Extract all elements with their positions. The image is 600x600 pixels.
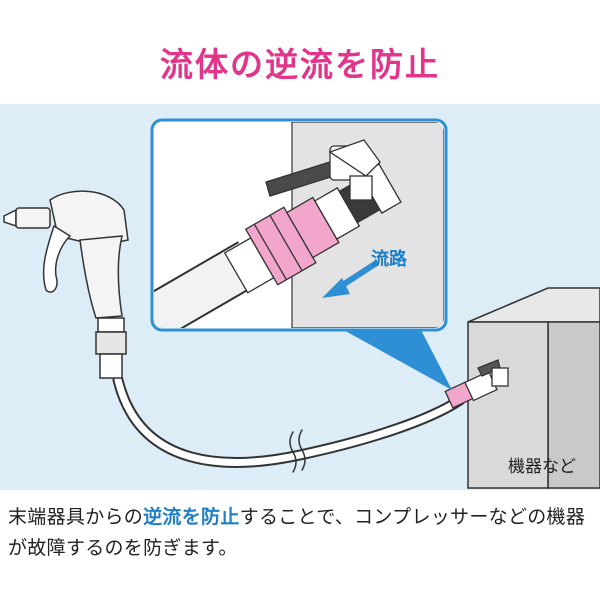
callout-pointer — [340, 328, 452, 390]
hose — [112, 374, 466, 473]
device-box — [467, 287, 600, 489]
device-label: 機器など — [508, 457, 576, 477]
flow-arrow — [322, 259, 380, 298]
blow-gun — [3, 190, 129, 379]
highlight-prevent: 防止 — [201, 506, 240, 528]
description-part3: することで、コンプレッサーなどの機器が故障するのを防ぎます。 — [8, 506, 586, 559]
highlight-backflow: 逆流 — [143, 506, 182, 528]
inset-detail — [150, 118, 448, 332]
flow-label: 流路 — [371, 249, 407, 270]
small-valve — [444, 359, 509, 409]
description: 末端器具からの逆流を防止することで、コンプレッサーなどの機器が故障するのを防ぎま… — [8, 502, 598, 564]
description-part2: を — [181, 506, 202, 528]
page-title: 流体の逆流を防止 — [160, 45, 440, 84]
description-part1: 末端器具からの — [8, 506, 144, 528]
